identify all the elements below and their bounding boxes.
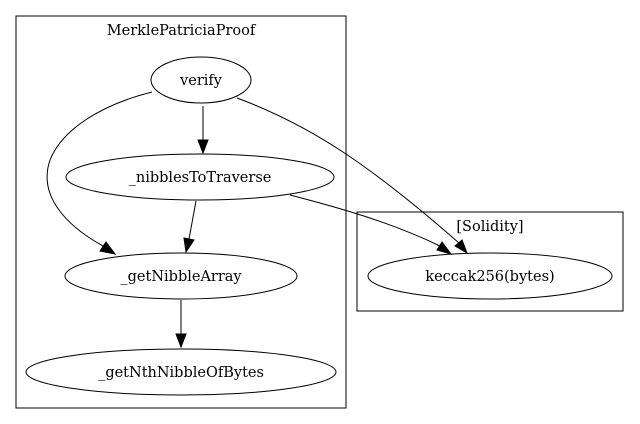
cluster-solidity: [Solidity] <box>356 211 624 312</box>
edge-line <box>46 91 153 247</box>
edge-line <box>188 200 197 240</box>
edge-nibbles-to-traverse-to-get-nibble-array <box>183 200 197 254</box>
edge-line <box>289 194 441 247</box>
arrowhead <box>454 239 468 255</box>
edge-verify-to-get-nibble-array <box>46 91 153 255</box>
arrowhead <box>436 241 453 255</box>
arrowhead <box>183 237 195 254</box>
node-get-nth-nibble-of-bytes-label: _getNthNibbleOfBytes <box>98 365 264 381</box>
node-get-nth-nibble-of-bytes[interactable]: _getNthNibbleOfBytes <box>25 348 337 396</box>
arrowhead <box>197 139 209 155</box>
edge-get-nibble-array-to-get-nth-nibble-of-bytes <box>175 300 187 349</box>
node-keccak256[interactable]: keccak256(bytes) <box>367 252 613 300</box>
arrowhead <box>175 333 187 349</box>
node-verify-label: verify <box>179 73 223 89</box>
node-verify-ellipse <box>150 56 252 104</box>
node-get-nibble-array-label: _getNibbleArray <box>120 269 242 285</box>
edge-verify-to-nibbles-to-traverse <box>197 106 209 155</box>
cluster-solidity-label: [Solidity] <box>456 219 523 235</box>
node-get-nibble-array-ellipse <box>64 252 298 300</box>
node-nibbles-to-traverse-ellipse <box>65 153 335 201</box>
edge-nibbles-to-traverse-to-keccak256 <box>289 194 453 255</box>
arrowhead <box>99 241 117 255</box>
edge-line <box>236 97 460 244</box>
cluster-merkle-patricia-proof-box <box>15 15 347 409</box>
cluster-merkle-patricia-proof-label: MerklePatriciaProof <box>107 23 257 39</box>
node-keccak256-ellipse <box>367 252 613 300</box>
node-verify[interactable]: verify <box>150 56 252 104</box>
cluster-solidity-box <box>356 211 624 312</box>
node-nibbles-to-traverse[interactable]: _nibblesToTraverse <box>65 153 335 201</box>
node-get-nibble-array[interactable]: _getNibbleArray <box>64 252 298 300</box>
node-nibbles-to-traverse-label: _nibblesToTraverse <box>129 170 272 186</box>
cluster-merkle-patricia-proof: MerklePatriciaProof <box>15 15 347 409</box>
edge-verify-to-keccak256 <box>236 97 468 255</box>
node-get-nth-nibble-of-bytes-ellipse <box>25 348 337 396</box>
node-keccak256-label: keccak256(bytes) <box>425 269 554 285</box>
